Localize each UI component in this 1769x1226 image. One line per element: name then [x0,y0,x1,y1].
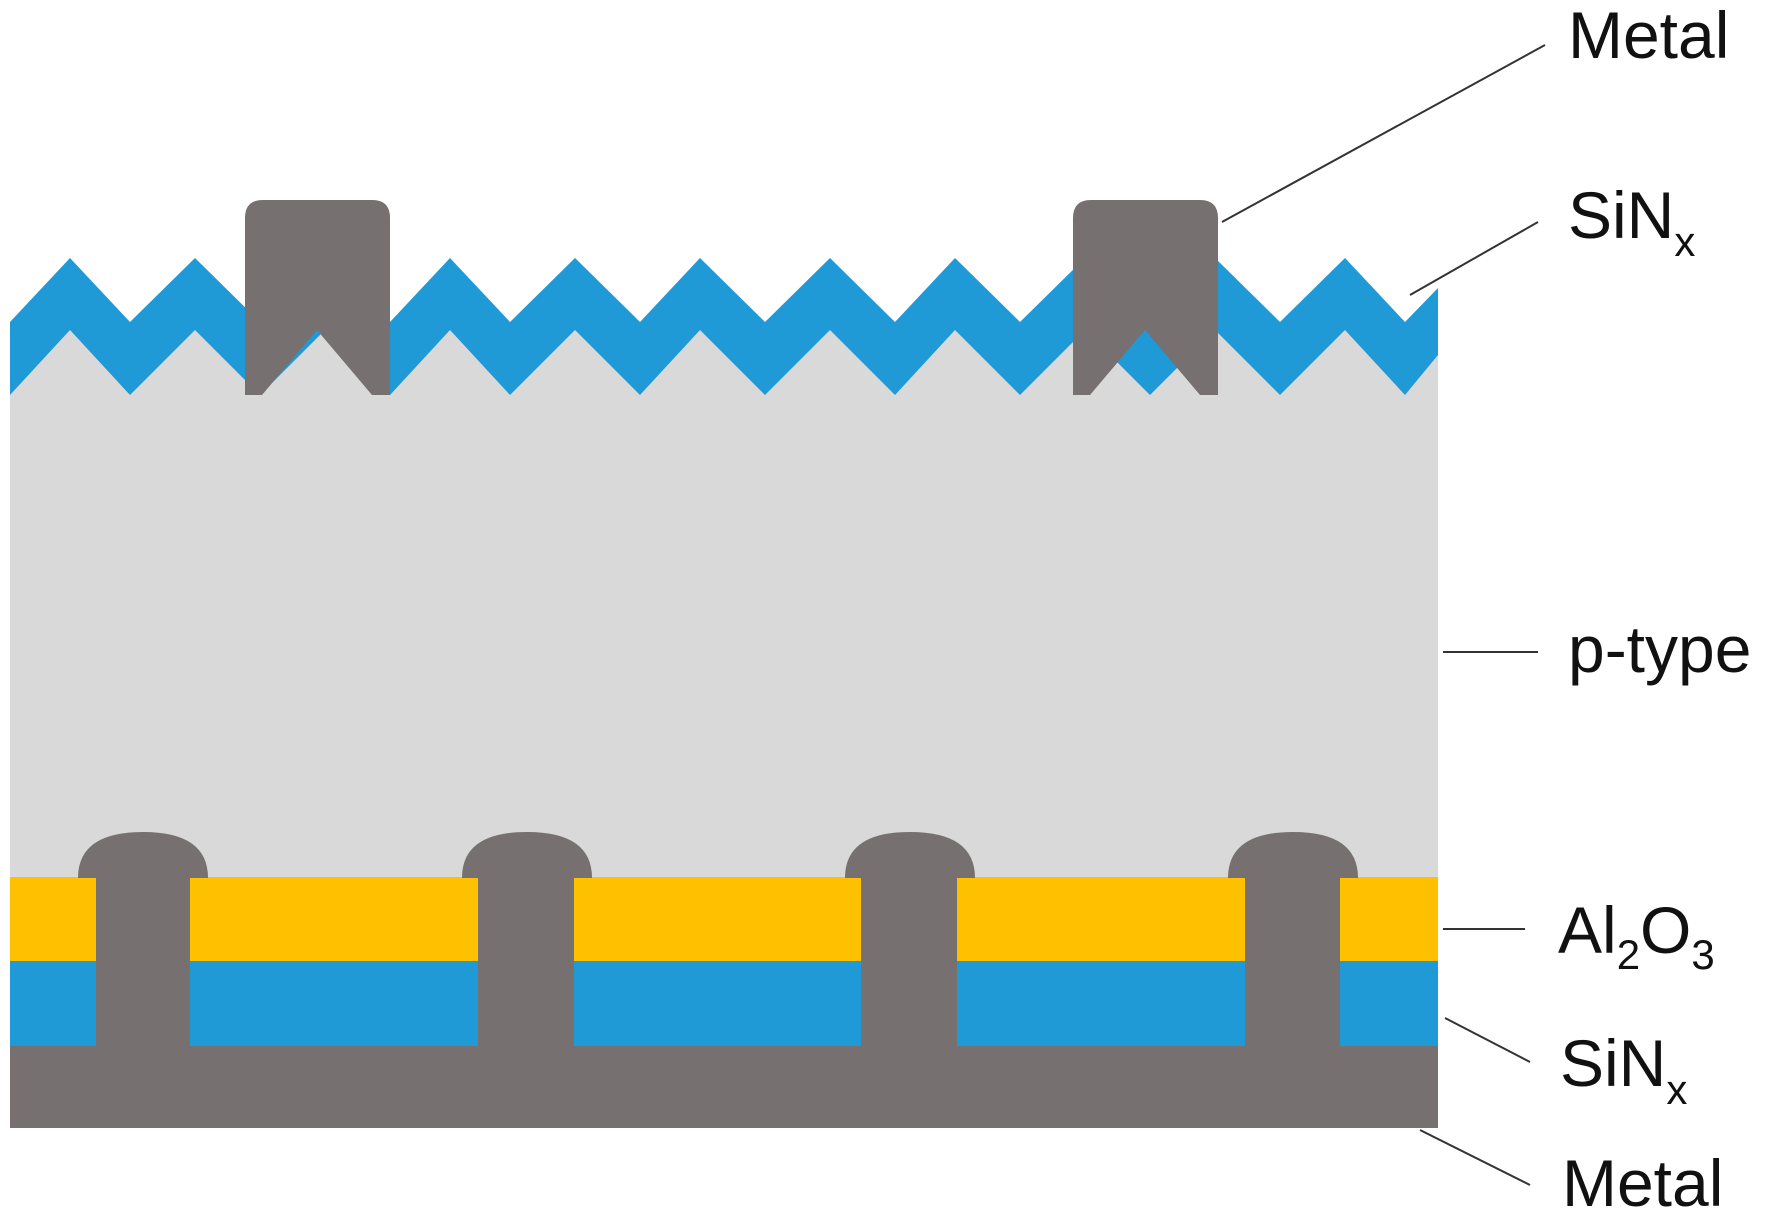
label-al2o3-o: O [1640,893,1691,967]
label-al2o3: Al2O3 [1558,893,1715,978]
label-front-metal: Metal [1568,0,1729,72]
label-front-sinx: SiNx [1568,178,1695,265]
rear-al2o3-layer [10,877,1438,961]
p-type-substrate [10,268,1438,880]
front-metal-finger-right [1073,200,1218,395]
front-metal-finger-left [245,200,390,395]
label-rear-metal: Metal [1562,1146,1723,1220]
label-al2o3-sub-2: 2 [1617,931,1640,978]
label-al2o3-sub-3: 3 [1691,931,1714,978]
leader-front-metal [1221,44,1546,223]
label-p-type: p-type [1568,612,1751,686]
label-al2o3-al: Al [1558,893,1617,967]
rear-sinx-layer [10,961,1438,1046]
label-front-sinx-sub: x [1674,218,1695,265]
rear-local-contact-2 [462,832,592,1046]
rear-local-contact-4 [1228,832,1358,1046]
leader-rear-metal [1419,1129,1531,1186]
rear-local-contact-3 [845,832,975,1046]
label-front-sinx-base: SiN [1568,178,1674,252]
label-rear-sinx: SiNx [1560,1026,1687,1113]
rear-local-contact-1 [78,832,208,1046]
label-rear-sinx-base: SiN [1560,1026,1666,1100]
leader-rear-sinx [1444,1017,1531,1063]
label-rear-sinx-sub: x [1666,1066,1687,1113]
rear-metal-layer [10,1046,1438,1128]
leader-front-sinx [1409,221,1539,296]
